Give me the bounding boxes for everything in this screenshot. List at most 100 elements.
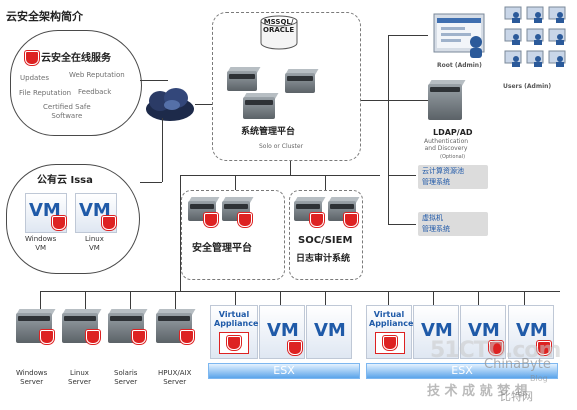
service-item: Certified Safe Software xyxy=(43,103,91,120)
connector xyxy=(433,291,434,305)
shield-icon xyxy=(383,336,397,350)
vm-os-label: Linux VM xyxy=(85,235,104,252)
vm-tile: VM xyxy=(413,305,459,359)
connector xyxy=(388,175,416,176)
vm-label: VM xyxy=(79,200,111,221)
virtual-appliance-label: Virtual Appliance xyxy=(369,310,414,328)
vm-tile: VM xyxy=(508,305,554,359)
connector xyxy=(388,100,428,101)
connector xyxy=(180,175,380,176)
vm-label: VM xyxy=(29,200,61,221)
vm-mgmt-box: 虚拟机 管理系统 xyxy=(418,212,488,236)
vm-label: VM xyxy=(421,320,453,341)
user-icon xyxy=(526,6,544,23)
vm-label: VM xyxy=(314,320,346,341)
server-os-label: HPUX/AIX Server xyxy=(158,369,192,386)
user-icon xyxy=(526,28,544,45)
server-os-label: Windows Server xyxy=(16,369,48,386)
vm-tile: VM xyxy=(306,305,352,359)
security-mgmt-group: 安全管理平台 xyxy=(181,190,285,280)
ldap-server-icon xyxy=(428,80,466,120)
connector xyxy=(162,118,163,182)
connector xyxy=(388,35,389,225)
connector xyxy=(290,150,291,175)
connector xyxy=(235,175,236,190)
service-item: File Reputation xyxy=(19,89,72,97)
root-admin-label: Root (Admin) xyxy=(437,62,482,69)
vm-tile: VM xyxy=(75,193,117,233)
cloud-pool-mgmt-box: 云计算资源池 管理系统 xyxy=(418,165,488,189)
connector xyxy=(140,182,162,183)
connector xyxy=(325,291,326,305)
ldap-title: LDAP/AD xyxy=(433,128,473,137)
siem-title: SOC/SIEM xyxy=(298,235,353,246)
user-icon xyxy=(504,50,522,67)
users-admin-label: Users (Admin) xyxy=(503,83,552,90)
esx-bar: ESX xyxy=(208,363,360,379)
server-icon xyxy=(227,67,261,91)
server-icon xyxy=(243,93,279,119)
page-title: 云安全架构简介 xyxy=(6,10,83,23)
public-cloud-title: 公有云 Issa xyxy=(37,175,93,186)
vm-label: VM xyxy=(516,320,548,341)
connector xyxy=(140,80,168,81)
internet-cloud-icon xyxy=(146,88,194,121)
shield-icon xyxy=(102,216,116,230)
admin-console-icon xyxy=(433,13,485,58)
shield-icon xyxy=(204,213,218,227)
service-item: Web Reputation xyxy=(69,71,125,79)
vm-label: VM xyxy=(267,320,299,341)
service-item: Feedback xyxy=(78,88,112,96)
watermark-slogan: 技 术 成 就 梦 想 xyxy=(427,384,528,399)
server-icon xyxy=(285,69,319,93)
mgmt-platform-subtitle: Solo or Cluster xyxy=(259,143,304,150)
connector xyxy=(40,291,560,292)
shield-icon xyxy=(86,330,100,344)
shield-icon xyxy=(227,336,241,350)
connector xyxy=(478,291,479,305)
shield-icon xyxy=(25,51,39,65)
cloud-services-group: 云安全在线服务 Updates Web Reputation File Repu… xyxy=(10,30,142,136)
service-item: Updates xyxy=(20,74,49,82)
ldap-subtitle: Authentication and Discovery xyxy=(424,138,469,152)
server-os-label: Solaris Server xyxy=(114,369,138,386)
mgmt-platform-group: MSSQL/ ORACLE 系统管理平台 Solo or Cluster xyxy=(212,12,361,161)
siem-subtitle: 日志审计系统 xyxy=(296,254,351,264)
user-icon xyxy=(504,6,522,23)
ldap-note: (Optional) xyxy=(440,154,466,160)
vm-tile: VM xyxy=(460,305,506,359)
vm-label: VM xyxy=(468,320,500,341)
connector xyxy=(388,291,389,305)
public-cloud-group: 公有云 Issa VM VM Windows VM Linux VM xyxy=(6,164,140,274)
shield-icon xyxy=(489,341,503,355)
watermark-blog: Blog xyxy=(530,374,548,383)
connector xyxy=(235,291,236,305)
database-icon xyxy=(260,15,298,50)
watermark-brand: ChinaByte xyxy=(484,357,551,372)
user-icon xyxy=(548,28,566,45)
server-os-label: Linux Server xyxy=(68,369,91,386)
database-label: MSSQL/ ORACLE xyxy=(263,18,295,34)
shield-icon xyxy=(40,330,54,344)
connector xyxy=(358,100,388,101)
connector xyxy=(325,175,326,190)
user-icon xyxy=(548,6,566,23)
user-icon xyxy=(548,50,566,67)
virtual-appliance-tile: Virtual Appliance xyxy=(366,305,414,359)
connector xyxy=(180,175,181,291)
user-icon xyxy=(526,50,544,67)
connector xyxy=(175,291,176,309)
shield-icon xyxy=(52,216,66,230)
connector xyxy=(280,291,281,305)
shield-icon xyxy=(288,341,302,355)
connector xyxy=(40,291,41,309)
security-mgmt-title: 安全管理平台 xyxy=(192,243,252,254)
siem-group: SOC/SIEM 日志审计系统 xyxy=(289,190,363,280)
mgmt-platform-title: 系统管理平台 xyxy=(241,127,296,137)
virtual-appliance-tile: Virtual Appliance xyxy=(210,305,258,359)
shield-icon xyxy=(344,213,358,227)
esx-bar: ESX xyxy=(366,363,558,379)
user-icon xyxy=(504,28,522,45)
connector xyxy=(195,104,213,105)
connector xyxy=(388,224,416,225)
